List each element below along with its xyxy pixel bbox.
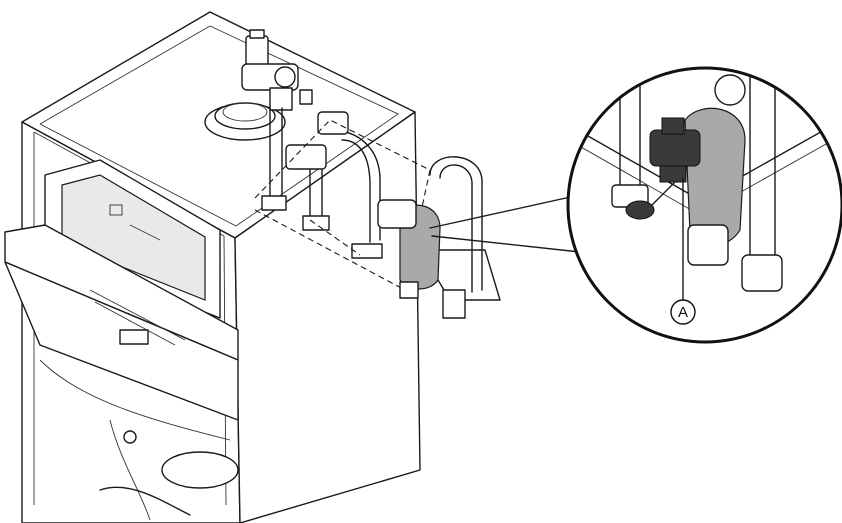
callout-a: A (670, 177, 696, 325)
return-pipe-bracket (377, 156, 501, 319)
detail-magnifier (566, 66, 842, 344)
control-unit (4, 159, 239, 521)
safety-valve-assembly (241, 29, 313, 111)
callout-a-label: A (678, 304, 688, 321)
pipework (254, 107, 441, 291)
flue-connection (204, 102, 286, 141)
callout-leader (429, 195, 581, 253)
